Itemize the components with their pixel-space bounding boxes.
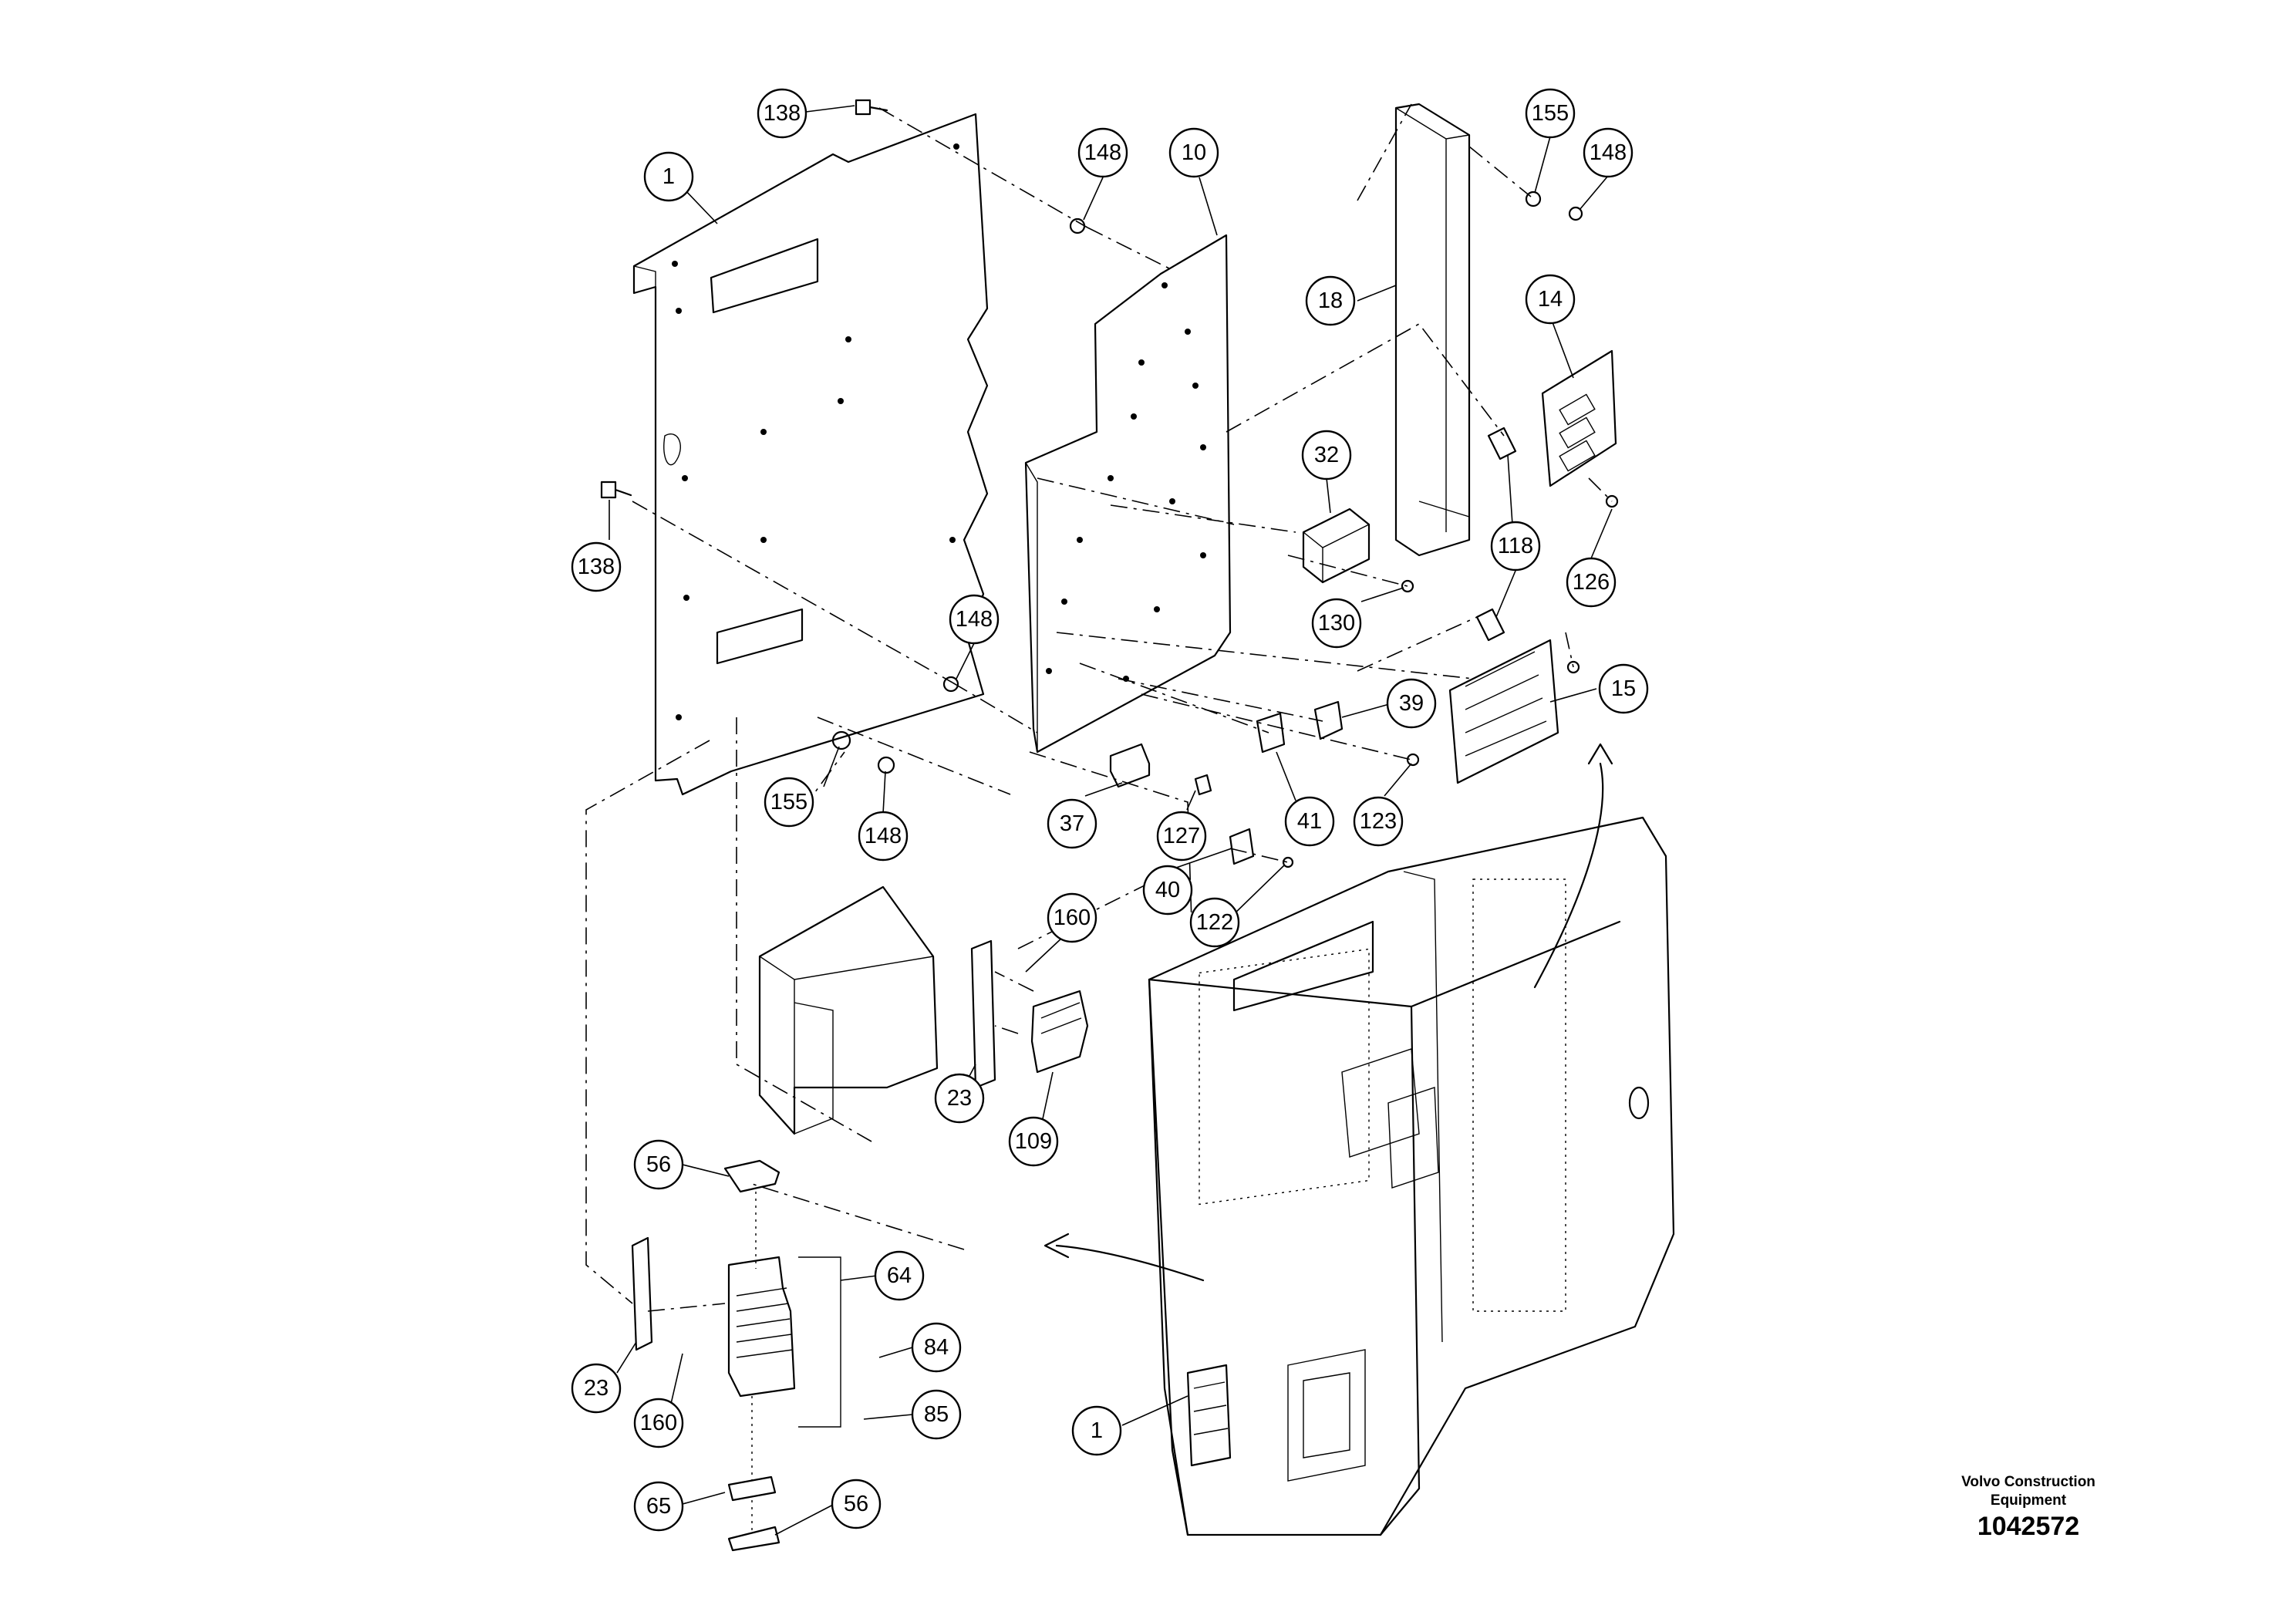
callout-148-d: 148 [858,811,909,862]
svg-text:18: 18 [1318,288,1343,313]
callout-84: 84 [911,1322,962,1373]
callout-160-lower: 160 [633,1398,684,1448]
callout-23-upper: 23 [934,1073,985,1124]
svg-text:56: 56 [844,1492,868,1516]
company-name-line2: Equipment [1990,1492,2067,1509]
svg-text:127: 127 [1163,824,1200,848]
callout-138-top: 138 [757,88,807,139]
bracket-40 [1229,828,1255,865]
svg-text:148: 148 [1084,140,1121,165]
callout-109: 109 [1008,1116,1059,1167]
callout-40: 40 [1142,865,1193,916]
rail-23-upper [970,939,996,1089]
board-15 [1448,639,1559,784]
callout-15: 15 [1598,663,1649,714]
callout-23-lower: 23 [571,1363,622,1414]
diode-39 [1313,700,1344,740]
callout-126: 126 [1566,557,1617,608]
svg-text:37: 37 [1060,811,1084,836]
relay-32 [1302,508,1371,584]
callout-148-a: 148 [1077,127,1128,178]
assembly-lines [585,103,1613,1531]
svg-text:85: 85 [924,1402,949,1427]
callout-127: 127 [1156,811,1207,862]
callout-56-upper: 56 [633,1139,684,1190]
svg-text:155: 155 [770,790,807,814]
svg-text:148: 148 [865,824,902,848]
svg-text:10: 10 [1182,140,1206,165]
callouts: 1 138 148 10 155 148 18 14 32 138 148 11… [571,88,1649,1532]
leader-lines [609,105,1613,1536]
callout-148-b: 148 [1583,127,1633,178]
diode-41 [1256,712,1286,754]
svg-text:155: 155 [1532,101,1569,126]
terminal-109 [1030,990,1089,1074]
cabinet-assembly [1148,816,1675,1536]
company-name-line1: Volvo Construction [1961,1474,2095,1490]
svg-text:130: 130 [1318,611,1355,636]
svg-text:23: 23 [947,1086,972,1111]
assembly-arrows [1043,743,1613,1282]
callout-39: 39 [1386,678,1437,729]
callout-118: 118 [1490,521,1541,572]
svg-text:40: 40 [1155,878,1180,902]
svg-text:65: 65 [646,1494,671,1519]
callout-10: 10 [1168,127,1219,178]
connector-37 [1109,743,1151,788]
callout-1-top: 1 [643,151,694,202]
callout-130: 130 [1311,598,1362,649]
svg-text:39: 39 [1399,691,1424,716]
svg-text:56: 56 [646,1152,671,1177]
duct-18 [1394,103,1471,557]
callout-155-top: 155 [1525,88,1576,139]
svg-text:15: 15 [1611,676,1636,701]
callout-155-mid: 155 [764,777,814,828]
callout-160-upper: 160 [1047,892,1097,943]
standoffs-118 [1475,427,1517,642]
callout-32: 32 [1301,430,1352,481]
svg-text:1: 1 [663,164,675,189]
callout-18: 18 [1305,275,1356,326]
callout-41: 41 [1284,796,1335,847]
plate-10 [1024,234,1232,754]
callout-122: 122 [1189,897,1240,948]
company-name: Volvo Construction Equipment [1913,1473,2144,1510]
svg-text:160: 160 [1054,905,1091,930]
callout-37: 37 [1047,798,1097,849]
svg-text:126: 126 [1573,570,1610,595]
svg-text:122: 122 [1196,910,1233,935]
board-14 [1541,349,1617,487]
svg-text:138: 138 [578,555,615,579]
svg-text:23: 23 [584,1376,609,1401]
panel-1 [632,113,989,796]
screws [600,99,1619,868]
cover-block [758,885,939,1135]
svg-text:123: 123 [1360,809,1397,834]
callout-56-lower: 56 [831,1479,882,1529]
callout-14: 14 [1525,274,1576,325]
svg-text:109: 109 [1015,1129,1052,1154]
svg-text:138: 138 [764,101,801,126]
callout-148-c: 148 [949,594,1000,645]
svg-text:41: 41 [1297,809,1322,834]
svg-text:118: 118 [1498,534,1533,558]
terminal-block-64 [631,1159,841,1552]
document-number: 1042572 [1977,1512,2080,1541]
svg-text:32: 32 [1314,443,1339,467]
callout-138-left: 138 [571,541,622,592]
callout-65: 65 [633,1481,684,1532]
svg-text:1: 1 [1091,1418,1103,1443]
callout-1-cabinet: 1 [1071,1405,1122,1456]
svg-text:148: 148 [956,607,993,632]
callout-85: 85 [911,1389,962,1440]
callout-64: 64 [874,1250,925,1301]
callout-123: 123 [1353,796,1404,847]
svg-text:148: 148 [1590,140,1627,165]
svg-text:14: 14 [1538,287,1563,312]
svg-text:160: 160 [640,1411,677,1435]
svg-text:64: 64 [887,1263,912,1288]
svg-text:84: 84 [924,1335,949,1360]
